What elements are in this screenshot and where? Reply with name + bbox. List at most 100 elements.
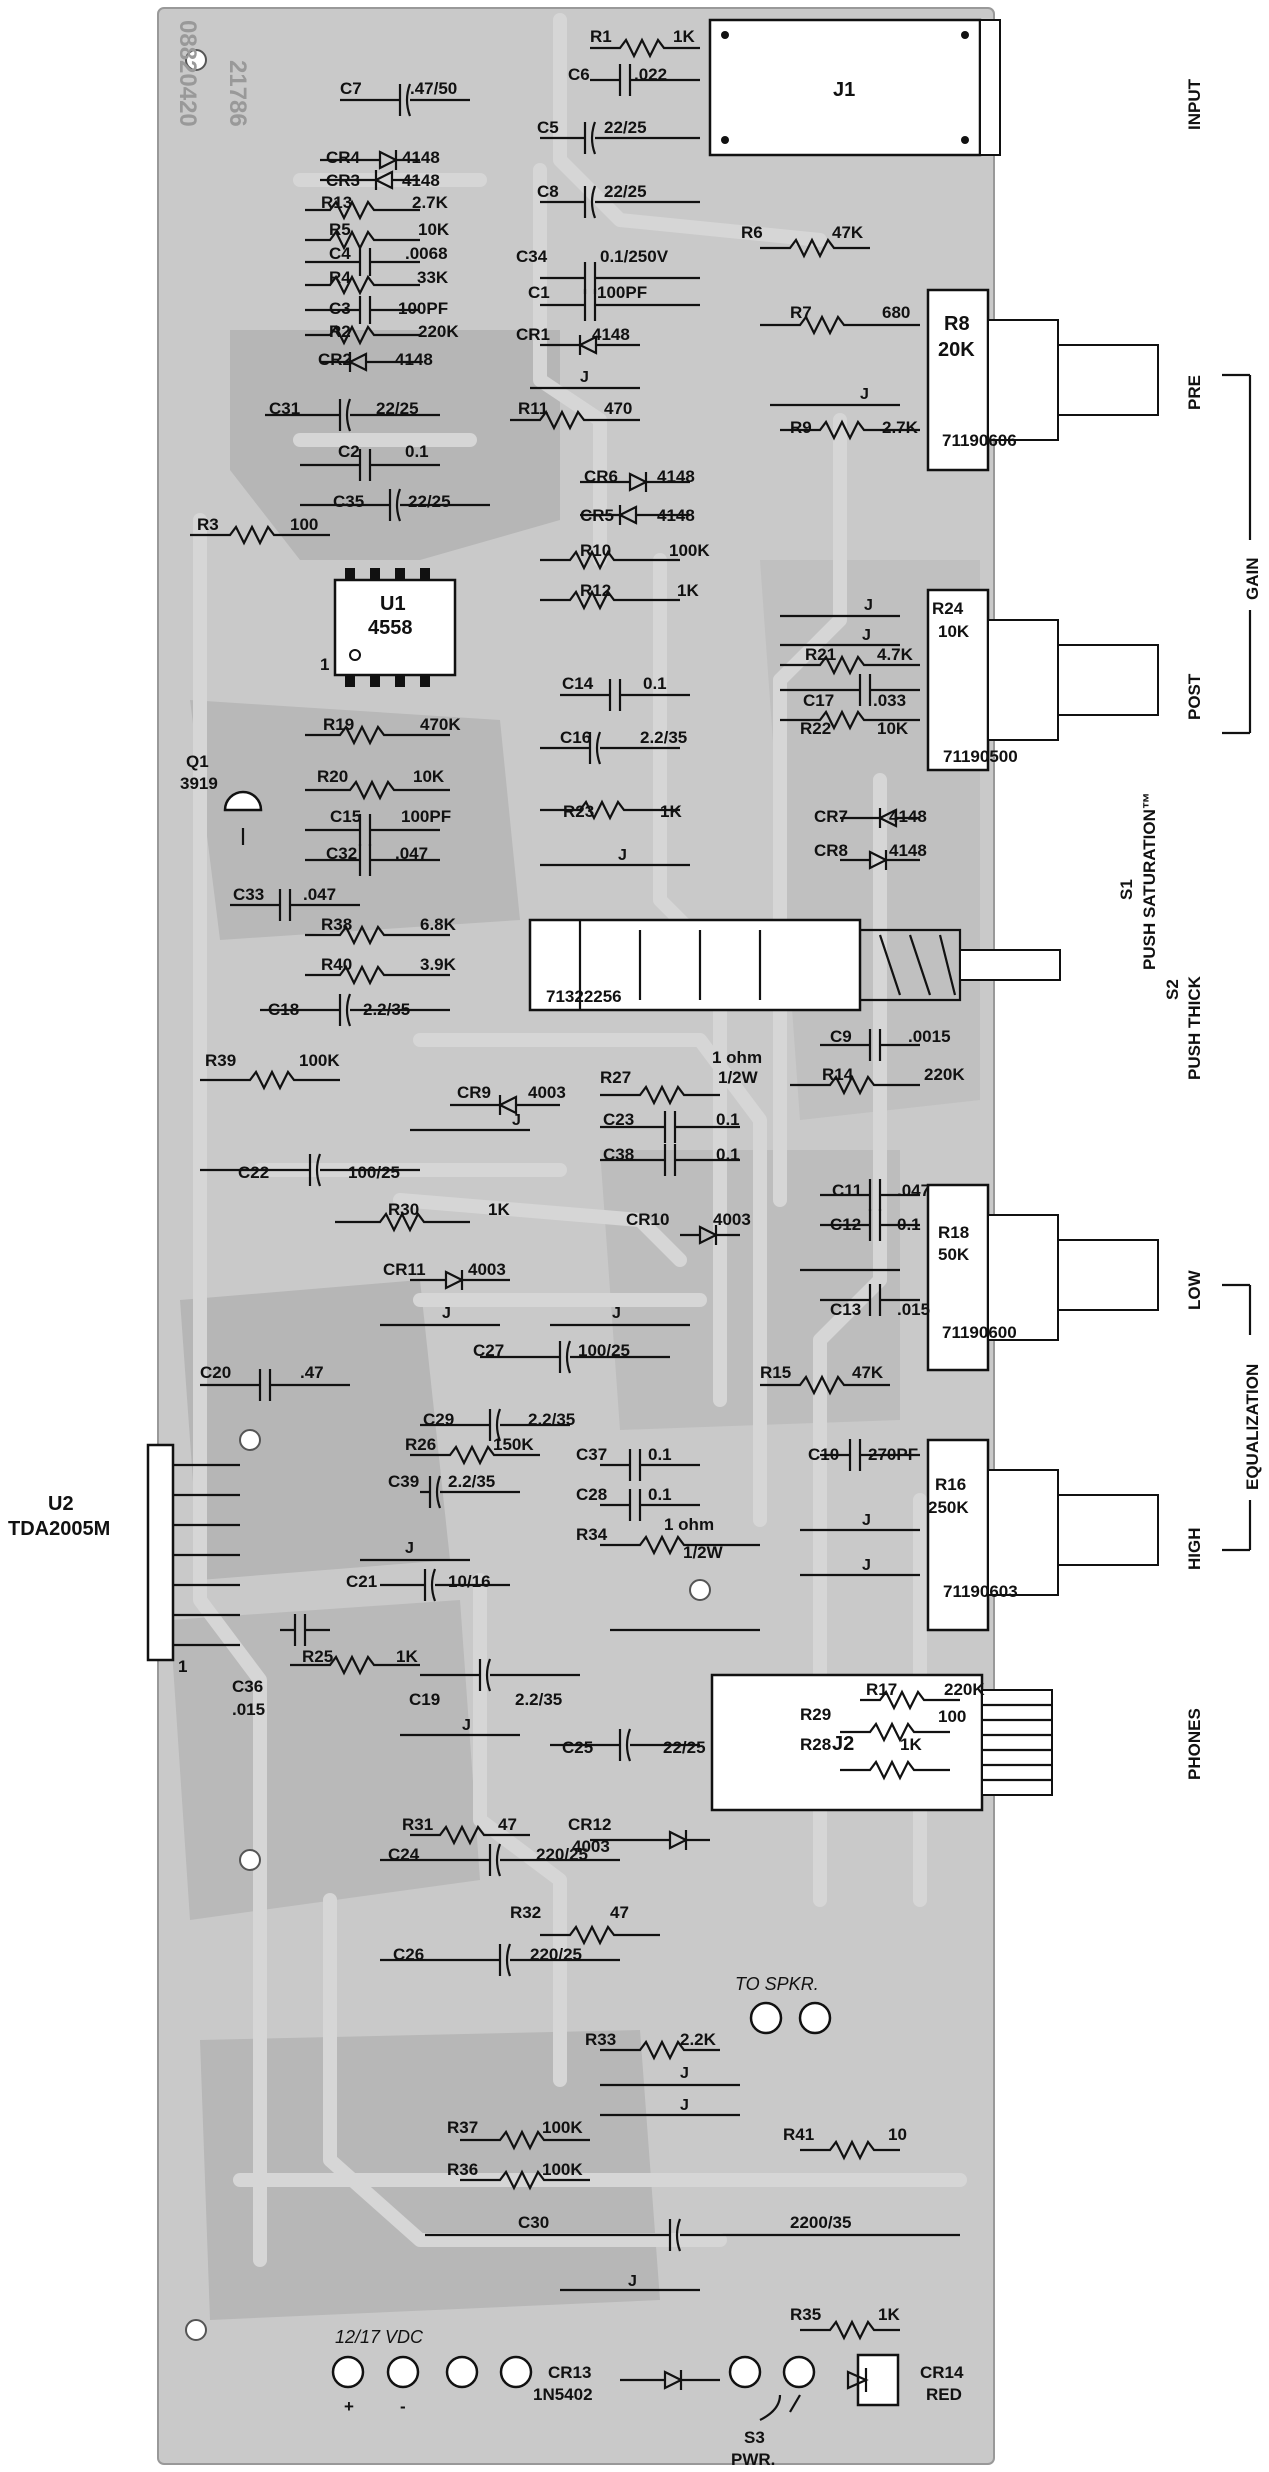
label-s3: S3 [744, 2428, 765, 2447]
label-r28-value: 1K [900, 1735, 922, 1754]
label-r15-value: 47K [852, 1363, 884, 1382]
label-part-71190603: 71190603 [943, 1582, 1018, 1601]
label-jumper-c: J [864, 597, 873, 614]
label-r33-value: 2.2K [680, 2030, 717, 2049]
label-r30: R30 [388, 1200, 419, 1219]
label-r41: R41 [783, 2125, 814, 2144]
label-jumper-l: J [462, 1717, 471, 1734]
label-c14: C14 [562, 674, 594, 693]
label-c17-value: .033 [873, 691, 906, 710]
label-c34: C34 [516, 247, 548, 266]
label-c5: C5 [537, 118, 559, 137]
label-c4-value: .0068 [405, 244, 448, 263]
label-dc-voltage: 12/17 VDC [335, 2327, 424, 2347]
label-r39: R39 [205, 1051, 236, 1070]
label-r10: R10 [580, 541, 611, 560]
label-r12: R12 [580, 581, 611, 600]
label-jumper-j: J [405, 1540, 414, 1557]
label-c1-value: 100PF [597, 283, 647, 302]
label-r39-value: 100K [299, 1051, 340, 1070]
label-c14-value: 0.1 [643, 674, 667, 693]
label-r8: R8 [944, 313, 970, 335]
label-c10: C10 [808, 1445, 839, 1464]
label-c13: C13 [830, 1300, 861, 1319]
side-label-gain: GAIN [1243, 558, 1262, 601]
label-c3-value: 100PF [398, 299, 448, 318]
label-c30-value: 2200/35 [790, 2213, 851, 2232]
label-c21: C21 [346, 1572, 377, 1591]
side-label-post: POST [1185, 673, 1204, 720]
label-cr11-value: 4003 [468, 1260, 506, 1279]
label-r1-value: 1K [673, 27, 695, 46]
label-dc-plus: + [344, 2397, 354, 2416]
label-part-71190606: 71190606 [942, 431, 1017, 450]
label-c9-value: .0015 [908, 1027, 951, 1046]
label-c31: C31 [269, 399, 300, 418]
label-r23: R23 [563, 802, 594, 821]
label-1-ohm-r27: 1 ohm [712, 1048, 762, 1067]
label-c2: C2 [338, 442, 360, 461]
label-1-ohm-r34: 1 ohm [664, 1515, 714, 1534]
pot-r18 [926, 1183, 1159, 1372]
label-j1: J1 [833, 79, 855, 101]
label-jumper-i: J [862, 1512, 871, 1529]
label-c20: C20 [200, 1363, 231, 1382]
label-jumper-f: J [512, 1112, 521, 1129]
label-r14-value: 220K [924, 1065, 965, 1084]
label-c11-value: .047 [897, 1181, 930, 1200]
label-jumper-e: J [618, 847, 627, 864]
label-c37: C37 [576, 1445, 607, 1464]
label-jumper-o: J [628, 2273, 637, 2290]
label-jumper-g: J [442, 1305, 451, 1322]
label-u2-value: TDA2005M [8, 1518, 110, 1540]
label-u1: U1 [380, 593, 406, 615]
label-r26: R26 [405, 1435, 436, 1454]
label-u1-value: 4558 [368, 617, 413, 639]
label-r4-value: 33K [417, 268, 449, 287]
label-r32-value: 47 [610, 1903, 629, 1922]
label-r35: R35 [790, 2305, 821, 2324]
label-c8: C8 [537, 182, 559, 201]
speaker-pad-2 [798, 2001, 832, 2035]
label-c17: C17 [803, 691, 834, 710]
label-c24-value: 220/25 [536, 1845, 588, 1864]
switch-lead [759, 2394, 801, 2421]
label-cr2: CR2 [318, 350, 352, 369]
side-label-push-thick: PUSH THICK [1185, 975, 1204, 1080]
label-c35: C35 [333, 492, 364, 511]
label-r13-value: 2.7K [412, 193, 449, 212]
dc-pad-plus [331, 2355, 365, 2389]
label-r5-value: 10K [418, 220, 450, 239]
label-r37-value: 100K [542, 2118, 583, 2137]
label-r12-value: 1K [677, 581, 699, 600]
label-r18: R18 [938, 1223, 969, 1242]
label-r17: R17 [866, 1680, 897, 1699]
label-c33-value: .047 [303, 885, 336, 904]
pot-r16 [926, 1438, 1159, 1632]
pcb-substrate [157, 7, 995, 2465]
label-cr12: CR12 [568, 1815, 611, 1834]
label-cr10-value: 4003 [713, 1210, 751, 1229]
label-r23-value: 1K [660, 802, 682, 821]
label-c7: C7 [340, 79, 362, 98]
label-cr5-value: 4148 [657, 506, 695, 525]
label-r36-value: 100K [542, 2160, 583, 2179]
label-c7-value: .47/50 [410, 79, 457, 98]
label-r25: R25 [302, 1647, 333, 1666]
label-u2: U2 [48, 1493, 74, 1515]
label-c10-value: 270PF [868, 1445, 918, 1464]
label-c4: C4 [329, 244, 351, 263]
label-r5: R5 [329, 220, 351, 239]
label-r31: R31 [402, 1815, 433, 1834]
label-c22-value: 100/25 [348, 1163, 400, 1182]
dc-pad-3 [445, 2355, 479, 2389]
label-r3-value: 100 [290, 515, 318, 534]
label-c37-value: 0.1 [648, 1445, 672, 1464]
label-c16: C16 [560, 728, 591, 747]
label-c13-value: .015 [897, 1300, 930, 1319]
label-q1-value: 3919 [180, 774, 218, 793]
label-c9: C9 [830, 1027, 852, 1046]
label-cr8: CR8 [814, 841, 848, 860]
label-r35-value: 1K [878, 2305, 900, 2324]
label-r17-value: 220K [944, 1680, 985, 1699]
